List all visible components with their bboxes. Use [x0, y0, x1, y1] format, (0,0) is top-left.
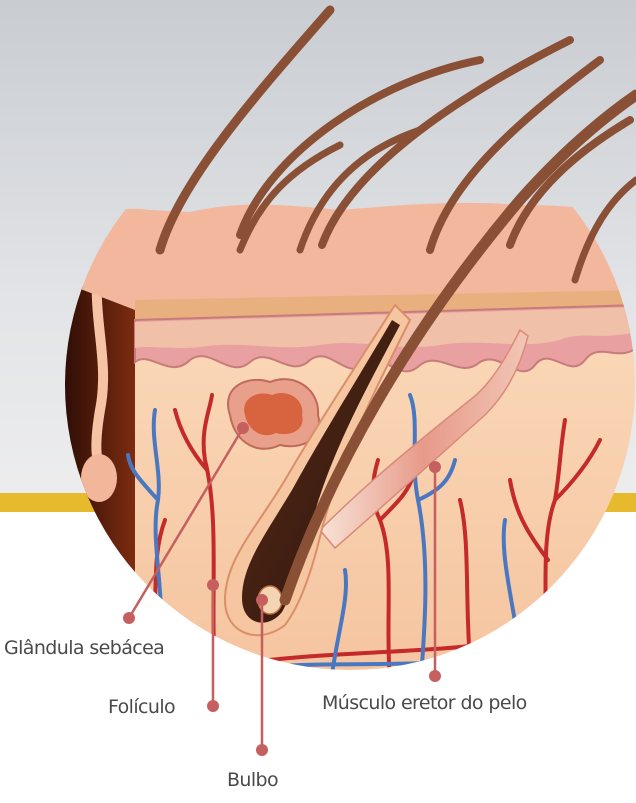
- label-musculo-eretor: Músculo eretor do pelo: [322, 694, 527, 713]
- leader-dot-icon: [237, 422, 249, 434]
- leader-dot-icon: [256, 744, 268, 756]
- label-foliculo: Folículo: [108, 698, 175, 717]
- leader-dot-icon: [429, 670, 441, 682]
- sebaceous-gland-inner: [244, 393, 302, 435]
- leader-dot-icon: [207, 700, 219, 712]
- label-bulbo: Bulbo: [227, 771, 278, 790]
- leader-dot-icon: [256, 594, 268, 606]
- leader-dot-icon: [207, 579, 219, 591]
- label-glandula-sebacea: Glândula sebácea: [4, 639, 164, 658]
- leader-dot-icon: [123, 612, 135, 624]
- leader-dot-icon: [429, 461, 441, 473]
